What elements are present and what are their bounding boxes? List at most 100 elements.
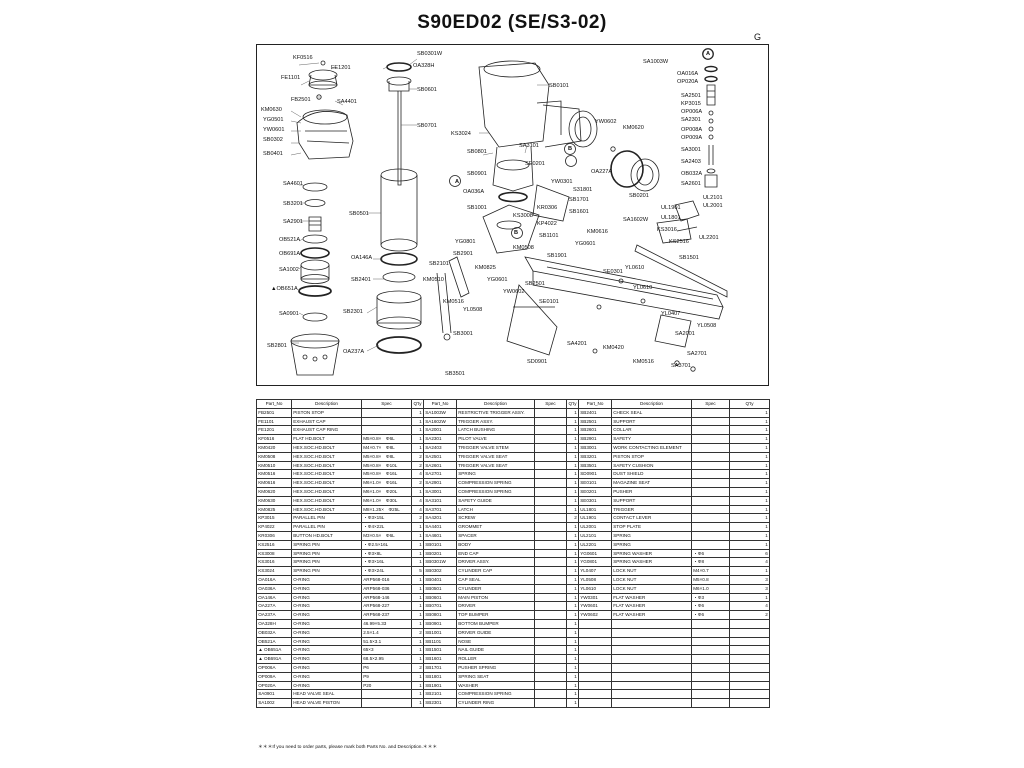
spec-cell	[691, 662, 730, 673]
spec-cell: ・Φ3×15L	[361, 513, 412, 524]
part-no-cell: SB1901	[423, 680, 457, 691]
qty-cell: 1	[411, 583, 424, 594]
part-label: OA036A	[463, 189, 485, 195]
qty-cell: 1	[566, 460, 579, 471]
parts-list: Part_No Description Spec Q'ty Part_No De…	[256, 399, 770, 741]
part-no-cell	[578, 645, 612, 656]
qty-cell: 5	[411, 566, 424, 576]
part-no-cell: UL1901	[578, 513, 612, 524]
qty-cell: 1	[566, 680, 579, 691]
part-no-cell	[578, 671, 612, 682]
qty-cell: 1	[566, 530, 579, 541]
part-label: SB2901	[453, 251, 473, 257]
spec-cell: M8×1.25× Φ25L	[361, 504, 412, 515]
callout-b-bottom: B	[514, 230, 519, 236]
description-cell: CAP SEAL	[456, 574, 535, 585]
part-no-cell: KM0516	[256, 469, 292, 480]
part-no-cell: OA146A	[256, 592, 292, 603]
part-no-cell: KP3015	[256, 513, 292, 524]
part-label: SB3201	[283, 201, 303, 207]
part-no-cell: OA036A	[256, 583, 292, 594]
part-no-cell: SA2901	[423, 478, 457, 488]
part-label: SB0101	[549, 83, 569, 89]
part-label: KS3016	[657, 227, 677, 233]
part-label: SB2301	[343, 309, 363, 315]
part-label: SB2501	[525, 281, 545, 287]
qty-cell: 1	[411, 539, 424, 550]
description-cell: DRIVER	[456, 601, 535, 612]
qty-cell: 2	[729, 610, 770, 620]
part-no-cell	[578, 698, 612, 708]
part-label: SB1701	[569, 197, 589, 203]
part-label: SB0801	[467, 149, 487, 155]
qty-cell: 1	[566, 522, 579, 532]
description-cell	[611, 662, 692, 673]
part-no-cell: KM0620	[256, 486, 292, 497]
part-label: KM0825	[475, 265, 496, 271]
part-label: KF0516	[293, 55, 313, 61]
spec-cell	[534, 425, 567, 436]
part-label: SB3501	[445, 371, 465, 377]
part-no-cell	[578, 689, 612, 700]
spec-cell: ARP568-036	[361, 583, 412, 594]
spec-cell	[691, 698, 730, 708]
qty-cell: 1	[411, 689, 424, 700]
part-label: KM0620	[623, 125, 644, 131]
qty-cell: 1	[729, 486, 770, 497]
col-header-qty: Q'ty	[729, 399, 770, 409]
description-cell: COMPRESSION SPRING	[456, 486, 535, 497]
description-cell	[611, 654, 692, 664]
description-cell: SPRING PIN	[291, 557, 362, 568]
part-no-cell: SA1602W	[423, 416, 457, 427]
description-cell: HEAD VALVE SEAL	[291, 689, 362, 700]
part-no-cell: ▲ OB651A	[256, 645, 292, 656]
col-header-description: Description	[291, 399, 362, 409]
part-label: KM0630	[261, 107, 282, 113]
description-cell: DRIVER ASSY.	[456, 557, 535, 568]
description-cell: PUSHER SPRING	[456, 662, 535, 673]
qty-cell: 1	[729, 539, 770, 550]
spec-cell	[691, 539, 730, 550]
description-cell: GROMMET	[456, 522, 535, 532]
part-label: SB0302	[263, 137, 283, 143]
qty-cell: 4	[729, 557, 770, 568]
qty-cell: 2	[411, 460, 424, 471]
spec-cell	[691, 654, 730, 664]
part-no-cell: KM0616	[256, 478, 292, 488]
description-cell: PARALLEL PIN	[291, 522, 362, 532]
qty-cell	[729, 698, 770, 708]
qty-cell: 1	[566, 539, 579, 550]
description-cell: EXHAUST CAP RING	[291, 425, 362, 436]
part-no-cell: SB3501	[578, 460, 612, 471]
part-label: SA3701	[671, 363, 691, 369]
part-label: KM0420	[603, 345, 624, 351]
spec-cell	[534, 645, 567, 656]
part-label: SD0901	[527, 359, 548, 365]
part-label: S31801	[573, 187, 593, 193]
part-label: YG0501	[263, 117, 284, 123]
description-cell: LATCH BUSHING	[456, 425, 535, 436]
part-label: SB3001	[453, 331, 473, 337]
part-label: KS2516	[669, 239, 689, 245]
qty-cell: 2	[411, 627, 424, 638]
part-no-cell: KS3016	[256, 557, 292, 568]
qty-cell: 1	[411, 680, 424, 691]
spec-cell	[534, 618, 567, 629]
qty-cell: 1	[411, 522, 424, 532]
qty-cell: 1	[566, 627, 579, 638]
part-no-cell: SA2403	[423, 442, 457, 453]
part-label: SB0201	[629, 193, 649, 199]
description-cell: O-RING	[291, 601, 362, 612]
part-label: UL1801	[661, 215, 681, 221]
part-no-cell: KR0306	[256, 530, 292, 541]
description-cell: O-RING	[291, 618, 362, 629]
spec-cell: M5×0.8× Φ8L	[361, 451, 412, 462]
